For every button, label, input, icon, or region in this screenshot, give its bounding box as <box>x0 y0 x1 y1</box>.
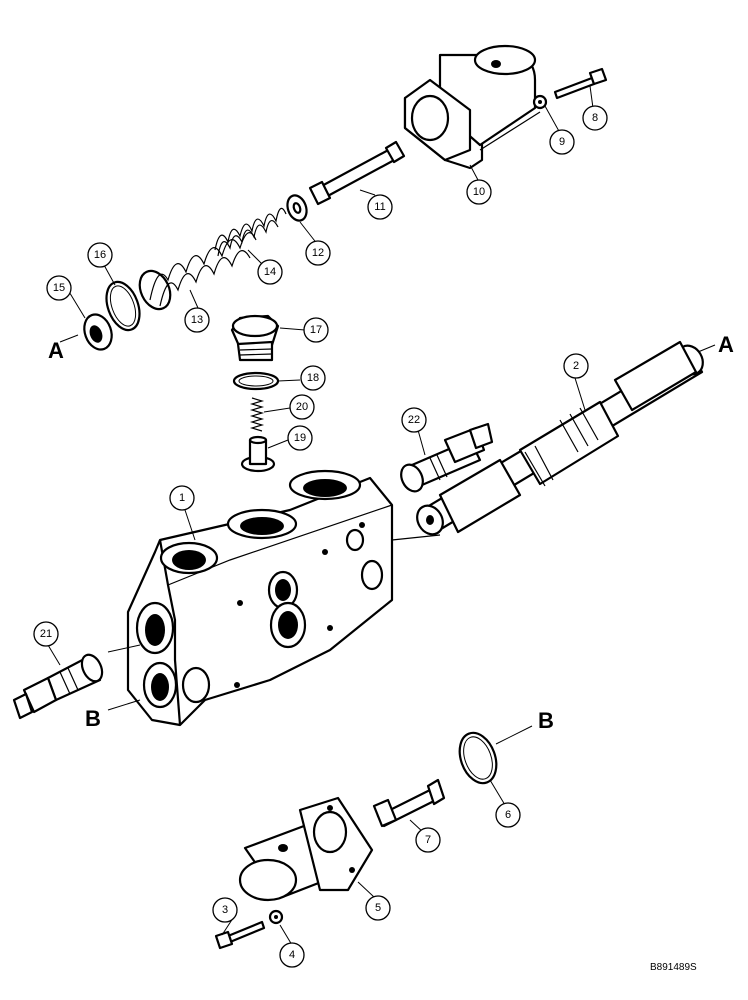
callout-7: 7 <box>415 827 441 853</box>
bottom-end-cap-housing-part <box>238 796 374 902</box>
callout-12: 12 <box>305 240 331 266</box>
svg-text:9: 9 <box>559 136 565 148</box>
callout-18: 18 <box>300 365 326 391</box>
plug-o-ring-part <box>232 371 280 391</box>
svg-text:5: 5 <box>375 902 381 914</box>
ref-letter-a-right: A <box>718 332 734 357</box>
callout-14: 14 <box>257 259 283 285</box>
callout-21: 21 <box>33 621 59 647</box>
svg-text:11: 11 <box>374 201 385 213</box>
callout-8: 8 <box>582 105 608 131</box>
poppet-part <box>240 435 276 473</box>
svg-text:16: 16 <box>94 249 106 261</box>
main-spool-part <box>391 340 704 541</box>
ref-letter-b-right: B <box>538 708 554 733</box>
end-cap-housing-part <box>403 44 541 170</box>
seal-cup-part <box>83 313 113 351</box>
callout-5: 5 <box>365 895 391 921</box>
callouts: 1 2 3 4 5 6 7 8 9 10 11 12 13 14 15 16 1… <box>33 105 608 968</box>
svg-text:12: 12 <box>312 247 324 259</box>
callout-10: 10 <box>466 179 492 205</box>
svg-text:17: 17 <box>310 324 322 336</box>
svg-text:6: 6 <box>505 809 511 821</box>
bottom-o-ring-part <box>458 731 498 785</box>
plug-part <box>230 314 280 362</box>
screw-part <box>553 67 608 100</box>
svg-text:21: 21 <box>40 628 52 640</box>
callout-4: 4 <box>279 942 305 968</box>
spool-stem-part <box>308 140 406 206</box>
relief-cartridge-part <box>400 422 494 493</box>
svg-text:3: 3 <box>222 904 228 916</box>
callout-17: 17 <box>303 317 329 343</box>
svg-text:15: 15 <box>53 282 65 294</box>
svg-text:13: 13 <box>191 314 203 326</box>
callout-20: 20 <box>289 394 315 420</box>
callout-16: 16 <box>87 242 113 268</box>
o-ring-part <box>105 280 141 332</box>
svg-text:14: 14 <box>264 266 276 278</box>
svg-text:7: 7 <box>425 834 431 846</box>
svg-text:10: 10 <box>473 186 485 198</box>
callout-15: 15 <box>46 275 72 301</box>
valve-body-part <box>126 469 394 727</box>
svg-text:19: 19 <box>294 432 306 444</box>
bottom-washer-part <box>268 909 284 925</box>
ref-letter-b-left: B <box>85 706 101 731</box>
ref-letter-a-left: A <box>48 338 64 363</box>
callout-1: 1 <box>169 485 195 511</box>
callout-3: 3 <box>212 897 238 923</box>
callout-2: 2 <box>563 353 589 379</box>
callout-22: 22 <box>401 407 427 433</box>
nut-part <box>532 94 548 110</box>
svg-text:20: 20 <box>296 401 308 413</box>
washer-part <box>286 194 308 222</box>
bottom-spool-stem-part <box>372 778 446 828</box>
callout-9: 9 <box>549 129 575 155</box>
svg-text:18: 18 <box>307 372 319 384</box>
svg-text:1: 1 <box>179 492 185 504</box>
outer-spring-part <box>138 232 257 311</box>
svg-text:8: 8 <box>592 112 598 124</box>
callout-6: 6 <box>495 802 521 828</box>
svg-text:2: 2 <box>573 360 579 372</box>
small-spring-part <box>249 397 265 432</box>
leader-lines <box>47 85 716 946</box>
callout-19: 19 <box>287 425 313 451</box>
left-relief-valve-part <box>12 653 104 720</box>
callout-13: 13 <box>184 307 210 333</box>
figure-code: B891489S <box>650 962 697 973</box>
svg-text:4: 4 <box>289 949 295 961</box>
callout-11: 11 <box>367 194 393 220</box>
bottom-screw-part <box>214 920 266 950</box>
svg-text:22: 22 <box>408 414 420 426</box>
